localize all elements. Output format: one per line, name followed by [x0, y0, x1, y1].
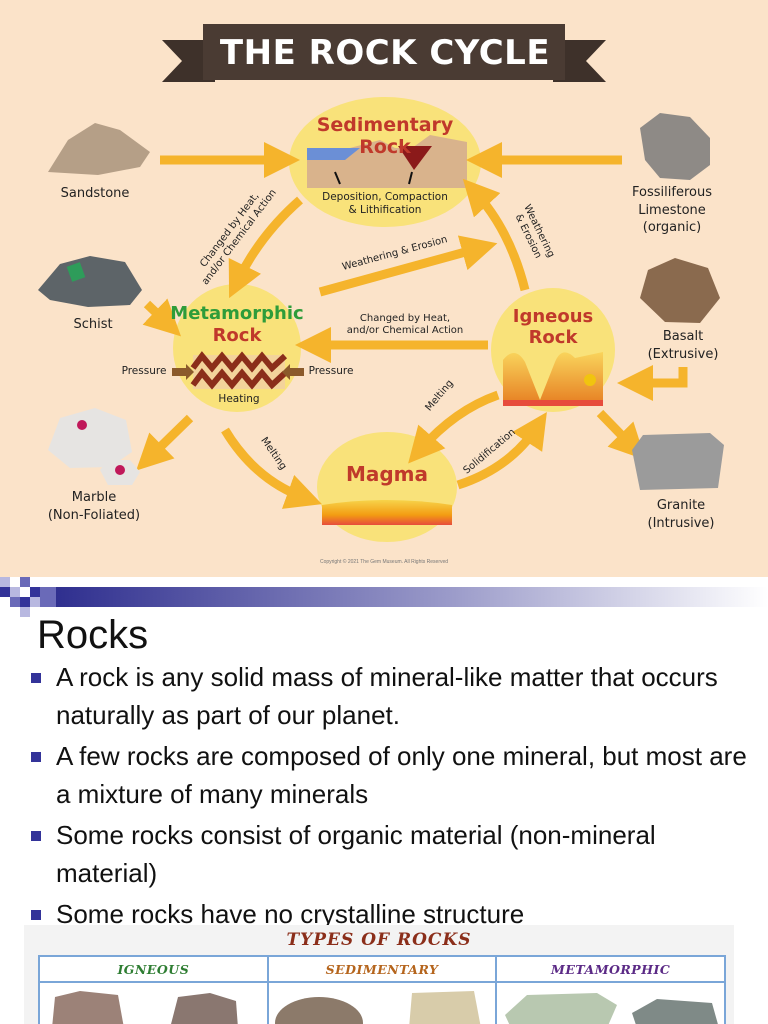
changed-by-heat-middle-label: Changed by Heat, and/or Chemical Action [330, 313, 480, 337]
rock-cycle-diagram [38, 24, 724, 542]
bullet-item: A few rocks are composed of only one min… [24, 737, 759, 813]
bullet-square-icon [31, 910, 41, 920]
igneous-title-1: Igneous [512, 306, 594, 327]
basalt-label-2: (Extrusive) [647, 347, 719, 362]
marble-label-2: (Non-Foliated) [47, 508, 141, 523]
basalt-rock [640, 258, 720, 323]
sedimentary-subtitle-1: Deposition, Compaction [322, 191, 448, 203]
pressure-right-label: Pressure [308, 365, 354, 377]
bullet-text: A few rocks are composed of only one min… [56, 741, 747, 809]
rock-samples [38, 113, 724, 490]
poster-title: THE ROCK CYCLE [219, 33, 551, 73]
types-of-rocks-image: TYPES OF ROCKS IGNEOUS SEDIMENTARY METAM… [24, 925, 734, 1024]
sedimentary-samples [274, 991, 480, 1024]
schist-rock [38, 256, 142, 307]
bullet-item: Some rocks have no crystalline structure [24, 895, 759, 933]
metamorphic-folds-illustration [172, 351, 304, 390]
types-of-rocks-title: TYPES OF ROCKS [286, 930, 472, 950]
title-banner [162, 24, 606, 82]
igneous-volcano-illustration [503, 352, 603, 406]
cycle-arrows [136, 142, 688, 509]
metamorphic-title-2: Rock [212, 325, 262, 346]
marble-rock [48, 408, 132, 468]
copyright-notice: Copyright © 2021 The Gem Museum. All Rig… [319, 559, 449, 565]
bullet-square-icon [31, 831, 41, 841]
magma-title: Magma [345, 462, 429, 486]
granite-rock [632, 433, 724, 490]
bullet-square-icon [31, 752, 41, 762]
igneous-title-2: Rock [528, 327, 578, 348]
fossiliferous-label-3: (organic) [642, 220, 702, 235]
marble-label-1: Marble [71, 490, 117, 505]
slide-heading: Rocks [37, 613, 149, 657]
bullet-list: A rock is any solid mass of mineral-like… [24, 658, 759, 936]
basalt-label-1: Basalt [662, 329, 704, 344]
bullet-text: A rock is any solid mass of mineral-like… [56, 662, 718, 730]
fossiliferous-label-1: Fossiliferous [632, 185, 712, 200]
changed-middle-line-2: and/or Chemical Action [346, 325, 464, 336]
sedimentary-subtitle-2: & Lithification [348, 204, 422, 216]
metamorphic-samples [505, 993, 719, 1024]
igneous-header: IGNEOUS [40, 957, 267, 983]
sedimentary-title: Sedimentary Rock [316, 114, 454, 158]
granite-label-2: (Intrusive) [647, 516, 715, 531]
magma-illustration [322, 500, 452, 525]
fossiliferous-label-2: Limestone [638, 203, 706, 218]
sandstone-label: Sandstone [60, 186, 130, 201]
limestone-rock [640, 113, 710, 180]
metamorphic-column: METAMORPHIC [497, 957, 725, 1024]
bullet-item: A rock is any solid mass of mineral-like… [24, 658, 759, 734]
sandstone-rock [48, 123, 150, 175]
schist-label: Schist [73, 317, 113, 332]
rocks-slide: Rocks A rock is any solid mass of minera… [0, 577, 768, 1024]
bullet-text: Some rocks consist of organic material (… [56, 820, 656, 888]
metamorphic-header: METAMORPHIC [497, 957, 725, 983]
metamorphic-title-1: Metamorphic [170, 303, 304, 324]
bullet-text: Some rocks have no crystalline structure [56, 899, 525, 929]
rock-cycle-poster: THE ROCK CYCLE Sedimentary Rock Depositi… [0, 0, 768, 577]
bullet-item: Some rocks consist of organic material (… [24, 816, 759, 892]
magma-node [317, 432, 457, 542]
heating-label: Heating [218, 393, 260, 405]
igneous-samples [52, 991, 238, 1024]
granite-label-1: Granite [656, 498, 706, 513]
bullet-square-icon [31, 673, 41, 683]
types-of-rocks-table: IGNEOUS SEDIMENTARY METAMORPHIC [38, 955, 726, 1024]
igneous-column: IGNEOUS [40, 957, 269, 1024]
changed-middle-line-1: Changed by Heat, [359, 313, 451, 324]
slide-header-decoration [0, 577, 768, 617]
sedimentary-header: SEDIMENTARY [268, 957, 496, 983]
pressure-left-label: Pressure [121, 365, 167, 377]
sedimentary-layers-illustration [307, 135, 467, 188]
sedimentary-column: SEDIMENTARY [268, 957, 498, 1024]
